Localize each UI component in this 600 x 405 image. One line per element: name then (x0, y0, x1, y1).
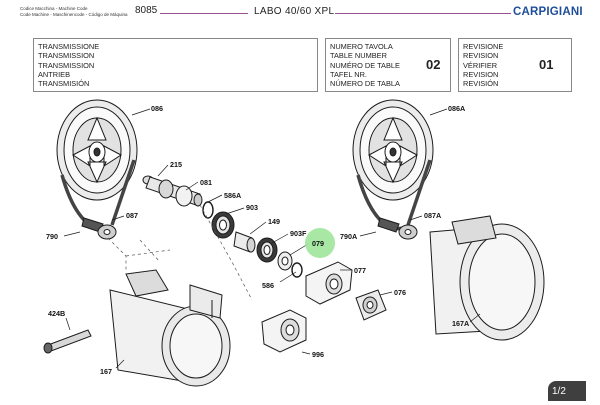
machine-code-line-1: Codice Macchina - Machine Code (20, 6, 88, 11)
label-167[interactable]: 167 (100, 367, 112, 376)
label-167a[interactable]: 167A (452, 319, 469, 328)
table-number-de: TAFEL NR. (330, 69, 367, 79)
label-081[interactable]: 081 (200, 178, 212, 187)
description-text: TRANSMISSIONE TRANSMISSION TRANSMISSION … (38, 42, 99, 88)
header-divider-left (160, 13, 248, 14)
table-number-value: 02 (426, 57, 441, 72)
bearing-903f-drawing (256, 237, 278, 263)
label-215[interactable]: 215 (170, 160, 182, 169)
description-en: TRANSMISSION (38, 51, 95, 61)
circlip-586-drawing (291, 262, 303, 278)
pulley-086a-drawing (352, 99, 434, 201)
label-790[interactable]: 790 (46, 232, 58, 241)
label-079[interactable]: 079 (312, 239, 324, 248)
label-996[interactable]: 996 (312, 350, 324, 359)
machine-number: 8085 (135, 5, 158, 16)
label-424b[interactable]: 424B (48, 309, 65, 318)
label-586[interactable]: 586 (262, 281, 274, 290)
table-number-es: NÚMERO DE TABLA (330, 79, 400, 89)
label-077[interactable]: 077 (354, 266, 366, 275)
belt-790a-drawing (356, 159, 432, 233)
revision-fr: VÉRIFIER (463, 60, 498, 70)
description-it: TRANSMISSIONE (38, 42, 100, 51)
label-086a[interactable]: 086A (448, 104, 465, 113)
label-790a[interactable]: 790A (340, 232, 357, 241)
revision-value: 01 (539, 57, 554, 72)
table-number-fr: NUMÉRO DE TABLE (330, 60, 400, 70)
bracket-996-drawing (261, 309, 307, 353)
table-number-labels: NUMERO TAVOLA TABLE NUMBER NUMÉRO DE TAB… (330, 42, 400, 88)
flange-076-drawing (355, 289, 387, 321)
pulley-086-drawing (56, 99, 138, 201)
table-number-en: TABLE NUMBER (330, 51, 387, 61)
page-indicator: 1/2 (552, 386, 566, 397)
description-de: ANTRIEB (38, 69, 71, 79)
belt-790-drawing (60, 159, 136, 233)
page-indicator-tab[interactable] (548, 381, 586, 401)
revision-es: REVISIÓN (463, 79, 499, 89)
description-box: TRANSMISSIONE TRANSMISSION TRANSMISSION … (33, 38, 318, 92)
circlip-586a-drawing (202, 201, 214, 219)
revision-it: REVISIONE (463, 42, 504, 51)
table-number-box: NUMERO TAVOLA TABLE NUMBER NUMÉRO DE TAB… (325, 38, 451, 92)
spacer-149-drawing (233, 231, 256, 253)
label-149[interactable]: 149 (268, 217, 280, 226)
bracket-077-drawing (305, 261, 353, 305)
motor-167a-drawing (429, 215, 545, 341)
description-es: TRANSMISIÓN (38, 79, 90, 89)
label-903[interactable]: 903 (246, 203, 258, 212)
part-highlight-marker[interactable] (305, 228, 335, 258)
label-076[interactable]: 076 (394, 288, 406, 297)
motor-167-drawing (109, 269, 231, 387)
leader-lines (63, 108, 481, 369)
description-fr: TRANSMISSION (38, 60, 95, 70)
machine-model: LABO 40/60 XPL (254, 6, 335, 17)
table-number-it: NUMERO TAVOLA (330, 42, 393, 51)
washer-079-drawing (277, 251, 293, 271)
label-903f[interactable]: 903F (290, 229, 307, 238)
shaft-081-drawing (142, 175, 203, 207)
label-087[interactable]: 087 (126, 211, 138, 220)
machine-code-labels: Codice Macchina - Machine Code Code Mach… (20, 6, 128, 17)
brand-logo: CARPIGIANI (513, 6, 583, 18)
pulley-087-drawing (97, 224, 117, 240)
screw-424b-drawing (43, 329, 92, 354)
revision-box: REVISIONE REVISION VÉRIFIER REVISION REV… (458, 38, 572, 92)
alignment-lines (107, 204, 253, 301)
label-086[interactable]: 086 (151, 104, 163, 113)
header-divider-right (335, 13, 511, 14)
revision-de: REVISION (463, 69, 499, 79)
revision-en: REVISION (463, 51, 499, 61)
pulley-087a-drawing (398, 224, 418, 240)
revision-labels: REVISIONE REVISION VÉRIFIER REVISION REV… (463, 42, 503, 88)
bearing-903-drawing (211, 211, 235, 239)
label-087a[interactable]: 087A (424, 211, 441, 220)
label-586a[interactable]: 586A (224, 191, 241, 200)
machine-code-line-2: Code Machine - Maschinencode - Código de… (20, 11, 128, 17)
